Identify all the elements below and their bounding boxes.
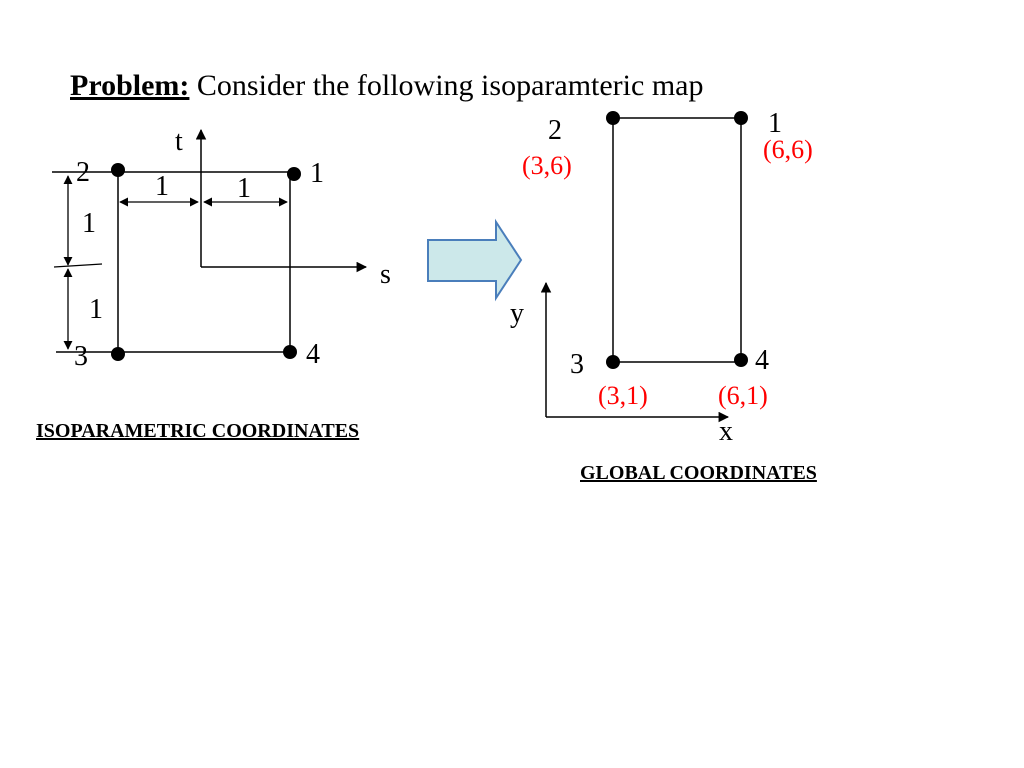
s-axis-label: s — [380, 259, 391, 290]
isoparametric-diagram: t s 2 1 3 4 1 1 1 1 — [52, 126, 391, 372]
iso-node-2-label: 2 — [76, 157, 90, 188]
global-node-3 — [606, 355, 620, 369]
coord-node-1: (6,6) — [763, 135, 813, 164]
y-axis-label: y — [510, 298, 524, 329]
global-node-4 — [734, 353, 748, 367]
problem-title: Problem: Consider the following isoparam… — [70, 68, 703, 104]
global-node-3-label: 3 — [570, 349, 584, 380]
iso-node-1 — [287, 167, 301, 181]
iso-node-3 — [111, 347, 125, 361]
global-diagram: y x 2 1 3 4 (6,6) (3,6) (3,1) (6,1) — [510, 108, 813, 447]
iso-node-4 — [283, 345, 297, 359]
global-node-1 — [734, 111, 748, 125]
problem-text: Consider the following isoparamteric map — [196, 69, 704, 102]
coord-node-3: (3,1) — [598, 381, 648, 410]
problem-lead: Problem: — [70, 69, 190, 102]
iso-caption: ISOPARAMETRIC COORDINATES — [36, 420, 360, 442]
coord-node-4: (6,1) — [718, 381, 768, 410]
global-caption: GLOBAL COORDINATES — [580, 462, 817, 484]
dim-tick-middle — [53, 263, 103, 268]
iso-node-2 — [111, 163, 125, 177]
t-axis-label: t — [175, 126, 183, 157]
dim-label-left-lower: 1 — [89, 294, 103, 325]
global-node-4-label: 4 — [755, 345, 769, 376]
dim-label-left-upper: 1 — [82, 208, 96, 239]
x-axis-label: x — [719, 416, 733, 447]
dim-label-top-right: 1 — [237, 173, 251, 204]
dim-label-top-left: 1 — [155, 171, 169, 202]
coord-node-2: (3,6) — [522, 151, 572, 180]
map-arrow-icon — [427, 218, 523, 302]
global-node-2 — [606, 111, 620, 125]
iso-node-1-label: 1 — [310, 158, 324, 189]
global-element-outline — [612, 117, 742, 363]
iso-node-3-label: 3 — [74, 341, 88, 372]
global-node-1-label: 1 — [768, 108, 782, 139]
global-node-2-label: 2 — [548, 115, 562, 146]
iso-node-4-label: 4 — [306, 339, 320, 370]
